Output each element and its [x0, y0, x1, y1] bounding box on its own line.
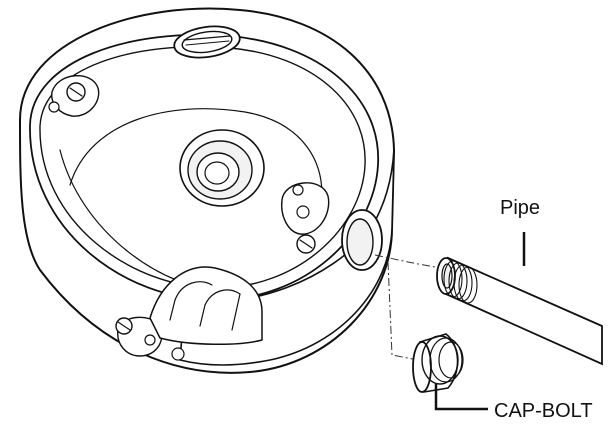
screw-slot — [117, 321, 131, 331]
screw-boss-left — [48, 74, 100, 117]
screw-hole-icon — [144, 334, 156, 346]
pipe-thread-ring — [458, 266, 478, 304]
cable-channel-ridge — [204, 289, 241, 306]
pipe-label: Pipe — [500, 197, 540, 219]
cable-channel-edge — [169, 299, 176, 321]
pipe-thread-ring — [448, 262, 468, 300]
screw-hole-icon — [171, 347, 185, 361]
side-conduit-port — [341, 209, 383, 271]
screw-boss-bottom — [115, 316, 185, 361]
side-port-inner — [346, 218, 374, 266]
cable-channel-ridge — [174, 281, 213, 301]
center-boss-core — [204, 161, 230, 185]
screw-hole-icon — [296, 205, 310, 219]
cap-bolt-face — [412, 341, 432, 393]
alignment-guides — [374, 254, 441, 361]
cable-channel — [149, 266, 263, 346]
top-hole-slot-line — [183, 35, 231, 41]
screw-slot — [69, 87, 83, 97]
screw-boss-right — [281, 182, 330, 254]
cable-channel-outline — [149, 266, 263, 346]
cap-bolt-rim — [438, 341, 464, 379]
pipe-body — [445, 256, 603, 366]
cap-bolt-callout: CAP-BOLT — [434, 384, 593, 422]
pipe-end-bore — [441, 263, 453, 289]
alignment-guide-to-pipe — [374, 254, 441, 269]
junction-box-rim-inner — [39, 45, 366, 289]
top-hole-slot-line — [185, 40, 230, 46]
screw-hole-icon — [48, 101, 60, 113]
screw-hole-icon — [292, 184, 304, 196]
cable-channel-edge — [231, 293, 241, 331]
top-access-hole — [173, 25, 241, 59]
center-boss — [179, 129, 265, 207]
cap-bolt-label: CAP-BOLT — [494, 400, 593, 422]
screw-slot — [299, 239, 313, 249]
cap-bolt-rim — [429, 337, 463, 383]
cap-bolt-leader-line — [434, 384, 488, 411]
cap-bolt-rim — [421, 335, 459, 385]
pipe-thread-ring — [443, 260, 463, 298]
cap-bolt — [412, 333, 464, 393]
pipe-callout: Pipe — [500, 197, 540, 266]
pipe — [436, 256, 603, 366]
pipe-thread-ring — [453, 264, 473, 302]
alignment-guide-to-capbolt — [387, 261, 419, 361]
junction-box-inner-floor — [69, 108, 323, 216]
junction-box — [19, 7, 395, 374]
junction-box-rim-outer — [29, 33, 379, 301]
cable-channel-edge — [199, 304, 206, 327]
